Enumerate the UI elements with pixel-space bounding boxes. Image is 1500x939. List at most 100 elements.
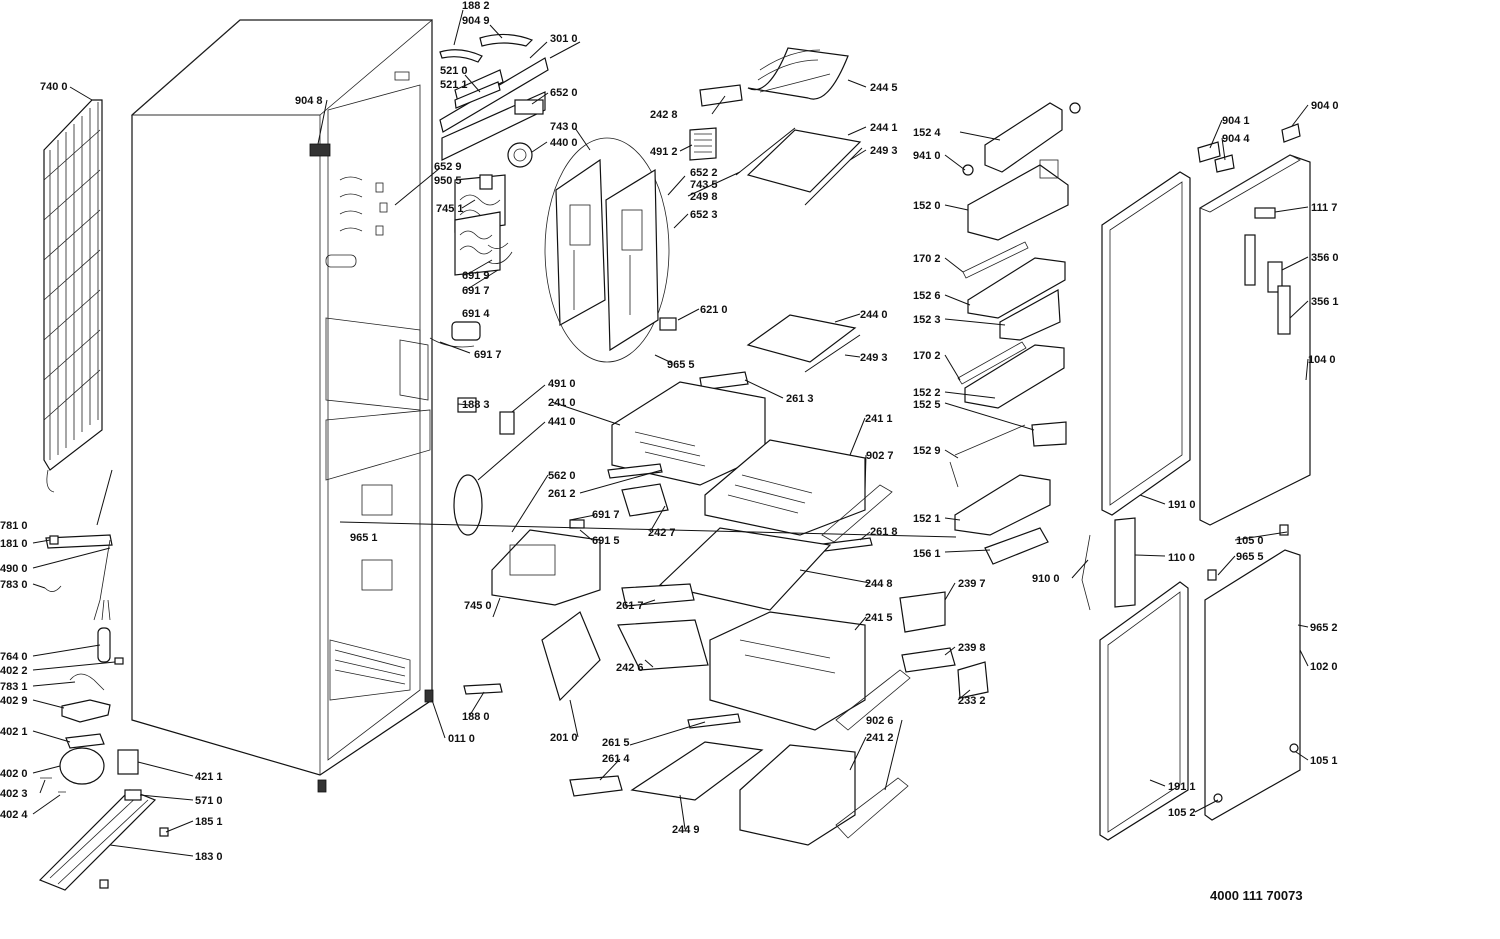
part-label: 191 0 — [1168, 499, 1196, 511]
doors — [1081, 123, 1311, 841]
part-label: 152 1 — [913, 513, 941, 525]
part-label: 402 2 — [0, 665, 28, 677]
part-label: 965 5 — [1236, 551, 1264, 563]
part-label: 261 7 — [616, 600, 644, 612]
part-label: 188 2 — [462, 0, 490, 12]
part-label: 904 1 — [1222, 115, 1250, 127]
part-label: 152 0 — [913, 200, 941, 212]
part-label: 941 0 — [913, 150, 941, 162]
part-label: 740 0 — [40, 81, 68, 93]
part-label: 242 7 — [648, 527, 676, 539]
part-label: 242 6 — [616, 662, 644, 674]
part-label: 904 0 — [1311, 100, 1339, 112]
part-label: 402 0 — [0, 768, 28, 780]
freezer-components — [453, 474, 601, 702]
part-label: 241 0 — [548, 397, 576, 409]
part-label: 356 1 — [1311, 296, 1339, 308]
part-label: 249 8 — [690, 191, 718, 203]
part-label: 783 0 — [0, 579, 28, 591]
part-label: 745 0 — [464, 600, 492, 612]
part-label: 402 4 — [0, 809, 28, 821]
part-label: 104 0 — [1308, 354, 1336, 366]
part-label: 261 5 — [602, 737, 630, 749]
part-label: 242 8 — [650, 109, 678, 121]
part-label: 244 5 — [870, 82, 898, 94]
part-label: 249 3 — [870, 145, 898, 157]
part-label: 652 2 — [690, 167, 718, 179]
part-label: 965 5 — [667, 359, 695, 371]
part-label: 965 2 — [1310, 622, 1338, 634]
part-label: 152 6 — [913, 290, 941, 302]
part-label: 904 9 — [462, 15, 490, 27]
part-label: 191 1 — [1168, 781, 1196, 793]
part-label: 261 2 — [548, 488, 576, 500]
part-label: 491 0 — [548, 378, 576, 390]
part-label: 261 4 — [602, 753, 630, 765]
part-label: 152 2 — [913, 387, 941, 399]
part-label: 571 0 — [195, 795, 223, 807]
part-label: 239 8 — [958, 642, 986, 654]
part-label: 521 1 — [440, 79, 468, 91]
compressor-components — [38, 534, 169, 891]
part-label: 965 1 — [350, 532, 378, 544]
part-label: 652 9 — [434, 161, 462, 173]
part-label: 491 2 — [650, 146, 678, 158]
part-label: 233 2 — [958, 695, 986, 707]
part-label: 691 7 — [462, 285, 490, 297]
part-label: 152 4 — [913, 127, 941, 139]
part-label: 691 5 — [592, 535, 620, 547]
part-label: 781 0 — [0, 520, 28, 532]
part-label: 156 1 — [913, 548, 941, 560]
part-label: 105 0 — [1236, 535, 1264, 547]
part-label: 188 3 — [462, 399, 490, 411]
part-label: 241 5 — [865, 612, 893, 624]
part-label: 441 0 — [548, 416, 576, 428]
part-label: 562 0 — [548, 470, 576, 482]
part-label: 241 2 — [866, 732, 894, 744]
part-label: 105 2 — [1168, 807, 1196, 819]
part-label: 170 2 — [913, 350, 941, 362]
part-label: 244 9 — [672, 824, 700, 836]
part-label: 764 0 — [0, 651, 28, 663]
part-label: 783 1 — [0, 681, 28, 693]
part-label: 402 3 — [0, 788, 28, 800]
part-label: 181 0 — [0, 538, 28, 550]
part-label: 421 1 — [195, 771, 223, 783]
part-label: 402 1 — [0, 726, 28, 738]
part-label: 691 7 — [474, 349, 502, 361]
part-label: 521 0 — [440, 65, 468, 77]
part-label: 950 5 — [434, 175, 462, 187]
part-label: 652 0 — [550, 87, 578, 99]
part-label: 244 1 — [870, 122, 898, 134]
door-bins — [949, 102, 1081, 565]
part-labels: 188 2 904 9 301 0 521 0 521 1 652 0 740 … — [0, 0, 1339, 903]
part-label: 185 1 — [195, 816, 223, 828]
part-label: 102 0 — [1310, 661, 1338, 673]
part-label: 745 1 — [436, 203, 464, 215]
part-label: 652 3 — [690, 209, 718, 221]
part-label: 111 7 — [1311, 202, 1337, 214]
part-label: 011 0 — [448, 733, 475, 745]
part-label: 152 5 — [913, 399, 941, 411]
part-label: 356 0 — [1311, 252, 1339, 264]
refrigerator-cabinet — [130, 19, 434, 793]
part-label: 743 5 — [690, 179, 718, 191]
part-label: 110 0 — [1168, 552, 1195, 564]
part-label: 105 1 — [1310, 755, 1338, 767]
part-label: 244 8 — [865, 578, 893, 590]
part-label: 904 8 — [295, 95, 323, 107]
condenser-coil — [43, 99, 103, 493]
part-label: 239 7 — [958, 578, 986, 590]
crisper-drawers — [457, 371, 989, 846]
part-label: 261 3 — [786, 393, 814, 405]
part-label: 261 8 — [870, 526, 898, 538]
part-label: 621 0 — [700, 304, 728, 316]
part-label: 440 0 — [550, 137, 578, 149]
part-label: 183 0 — [195, 851, 223, 863]
part-label: 249 3 — [860, 352, 888, 364]
part-label: 910 0 — [1032, 573, 1060, 585]
part-label: 691 7 — [592, 509, 620, 521]
part-label: 201 0 — [550, 732, 578, 744]
part-label: 691 9 — [462, 270, 490, 282]
